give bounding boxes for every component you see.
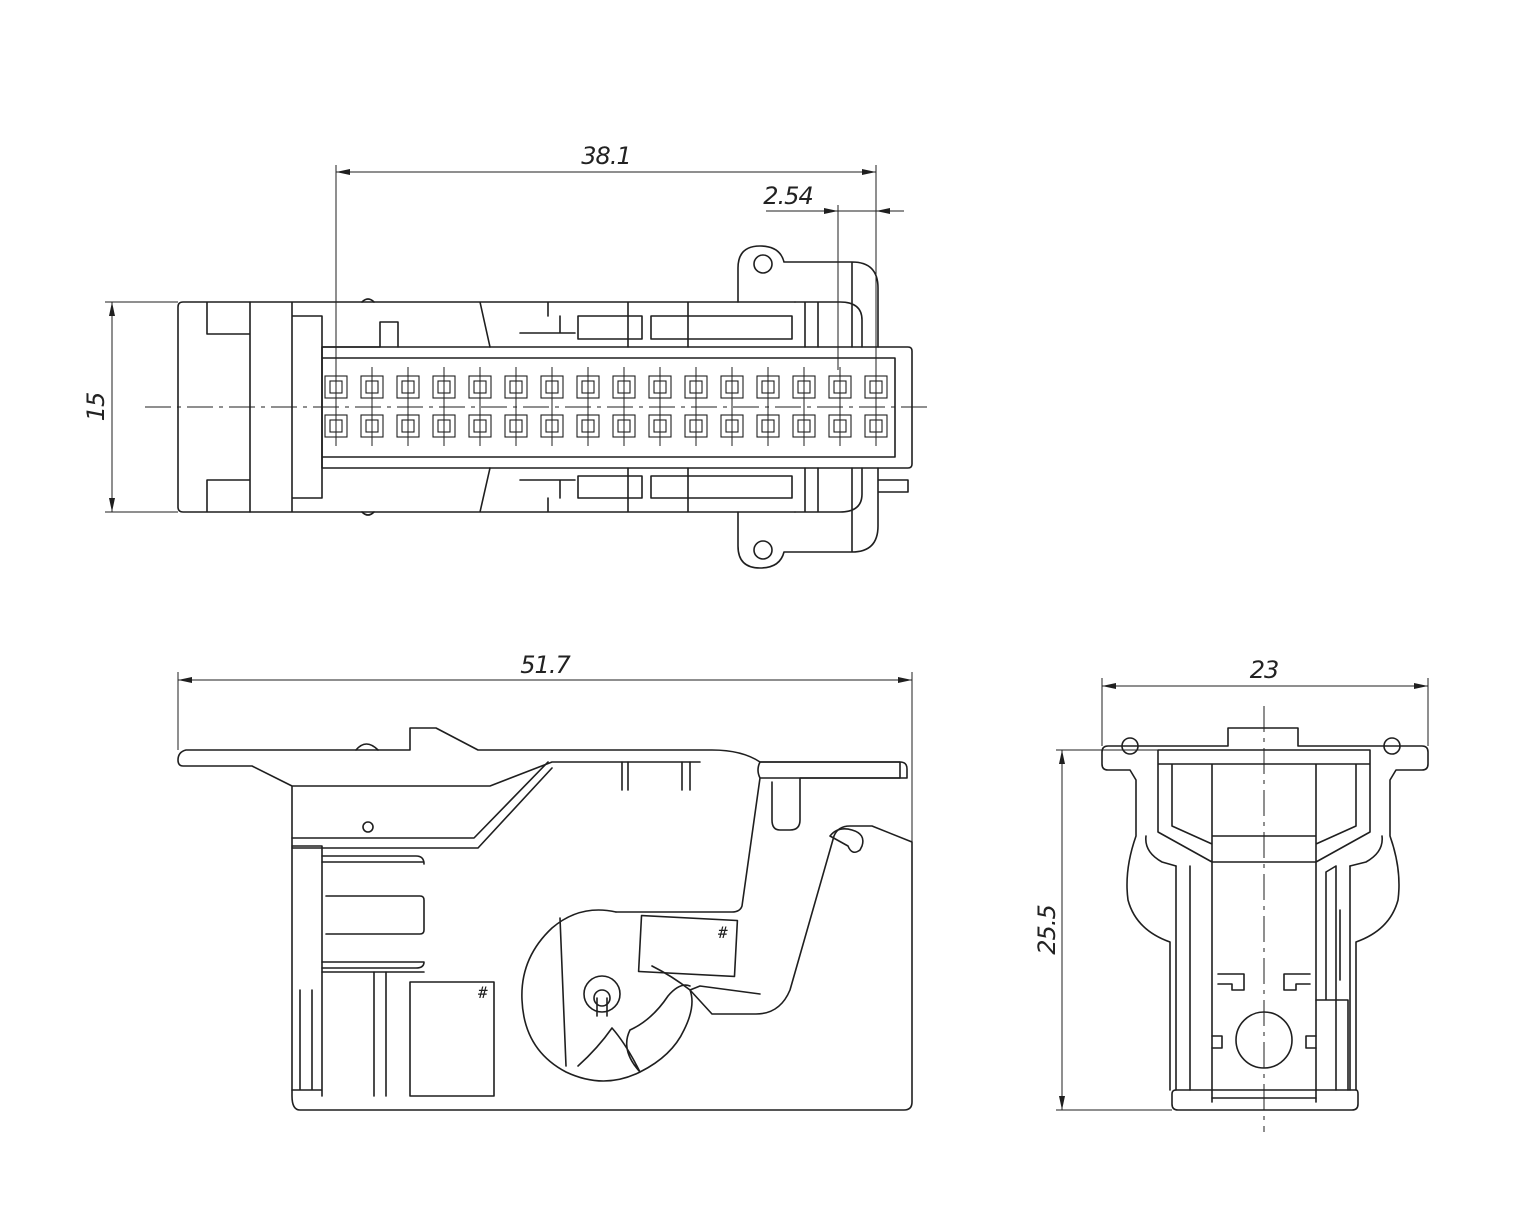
side-small-hole [362,821,374,833]
side-label-box-right [637,914,739,978]
pin-cavity [576,367,600,407]
end-width-label: 23 [1250,656,1279,684]
pin-cavity [720,367,744,407]
end-flange [1101,727,1429,1091]
pin-cavity [756,367,780,407]
top-height-arrow-top [109,302,115,316]
side-hash-right: # [718,923,728,942]
end-flange-hole-left [1121,737,1139,755]
side-upper-ramp [291,761,553,973]
pin-cavity [756,406,780,446]
pin-cavity [540,406,564,446]
pin-cavity [396,406,420,446]
pin-cavity [612,367,636,407]
side-length-label: 51.7 [520,651,571,679]
top-lower-windows [519,475,793,499]
pitch-label: 2.54 [763,182,812,210]
top-height-arrow-bottom [109,498,115,512]
side-view: # # 51.7 [177,651,913,1111]
pin-span-arrow-right [862,169,876,175]
side-cam-pivot-slot [596,997,608,1017]
end-flange-hole-right [1383,737,1401,755]
pin-cavity [684,367,708,407]
pin-grid [324,367,888,446]
side-top-bump [355,743,379,751]
pin-cavity [648,406,672,446]
end-view: 23 25.5 [1033,656,1429,1132]
pin-cavity [828,367,852,407]
end-height-label: 25.5 [1033,905,1061,954]
pin-cavity [432,406,456,446]
top-upper-windows [519,315,793,340]
pin-cavity [504,406,528,446]
pin-cavity [684,406,708,446]
pin-cavity [360,406,384,446]
pin-span-arrow-left [336,169,350,175]
top-upper-lever-ear [737,245,879,348]
pitch-arrow-left [824,208,838,214]
top-notches [361,298,375,516]
end-base [1171,1089,1359,1111]
side-label-box-left [409,981,495,1097]
pin-cavity [324,367,348,407]
pin-cavity [864,367,888,407]
pin-cavity [360,367,384,407]
pin-cavity [828,406,852,446]
pin-cavity [864,406,888,446]
side-housing-outline [177,727,913,1111]
pin-cavity [324,406,348,446]
top-lower-lever-ear [737,467,909,569]
pin-cavity [720,406,744,446]
pin-cavity [648,367,672,407]
top-lower-ear-hole [753,540,773,560]
side-top-ribs [621,761,691,791]
side-cam-pivot-outer [583,975,621,1013]
pin-cavity [792,367,816,407]
top-view: 38.1 2.54 15 [82,142,930,569]
side-lever-arm [615,761,901,995]
pin-cavity [540,367,564,407]
pin-span-label: 38.1 [581,142,630,170]
pin-cavity [468,406,492,446]
side-length-arrow-left [178,677,192,683]
side-cam-pivot-inner [593,989,611,1007]
side-hash-left: # [478,983,488,1002]
side-length-arrow-right [898,677,912,683]
pin-cavity [576,406,600,446]
pin-cavity [432,367,456,407]
pin-cavity [504,367,528,407]
pin-cavity [792,406,816,446]
pin-cavity [468,367,492,407]
end-side-ribs [1175,865,1351,1091]
side-left-channels [291,845,387,1097]
end-height-arrow-top [1059,750,1065,764]
top-left-cap [177,301,251,513]
side-cam [521,909,693,1082]
top-upper-ear-hole [753,254,773,274]
pitch-arrow-right [876,208,890,214]
end-width-arrow-left [1102,683,1116,689]
top-height-label: 15 [82,393,110,422]
end-width-arrow-right [1414,683,1428,689]
side-slot [325,895,425,935]
end-height-arrow-bottom [1059,1096,1065,1110]
pin-cavity [396,367,420,407]
end-hooks [1211,973,1317,1049]
pin-cavity [612,406,636,446]
